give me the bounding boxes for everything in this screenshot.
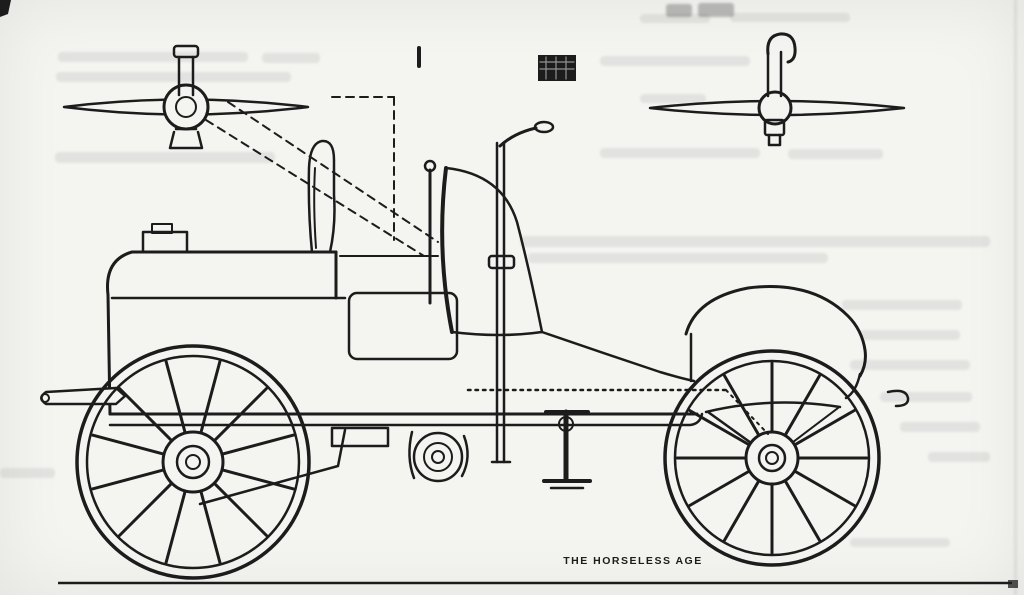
wheel-spoke	[793, 469, 856, 507]
wheel-spoke	[199, 489, 222, 564]
left-tiller	[62, 44, 310, 150]
front-wheel-spokes	[675, 361, 869, 555]
jack-stand	[542, 409, 592, 490]
brake-lever	[487, 120, 555, 464]
wheel-spoke	[220, 433, 295, 456]
secondary-lever	[423, 159, 437, 305]
wheel-spoke	[688, 469, 751, 507]
ink-blot	[538, 55, 576, 81]
caption: THE HORSELESS AGE	[563, 555, 702, 567]
wheel-spoke	[220, 468, 295, 491]
wheel-spoke	[199, 360, 222, 435]
wheel-spoke	[783, 479, 821, 542]
wheel-spoke	[118, 387, 174, 443]
front-wheel	[663, 349, 881, 567]
right-tiller	[648, 32, 906, 147]
wheel-spoke	[91, 468, 166, 491]
wheel-spoke	[793, 409, 856, 447]
wheel-spoke	[212, 481, 268, 537]
corner-speck	[0, 0, 11, 17]
construction-lines	[205, 96, 769, 435]
wheel-spoke	[91, 433, 166, 456]
wheel-spoke	[118, 481, 174, 537]
wheel-spoke	[783, 374, 821, 437]
corner-speck	[1008, 580, 1018, 588]
wheel-spoke	[688, 409, 751, 447]
stray-marks	[417, 46, 576, 81]
wheel-spoke	[212, 387, 268, 443]
rear-wheel-spokes	[91, 360, 295, 564]
car-body	[40, 139, 910, 506]
rear-wheel	[75, 344, 311, 580]
wheel-spoke	[164, 360, 187, 435]
wheel-spoke	[723, 479, 761, 542]
wheel-spoke	[164, 489, 187, 564]
